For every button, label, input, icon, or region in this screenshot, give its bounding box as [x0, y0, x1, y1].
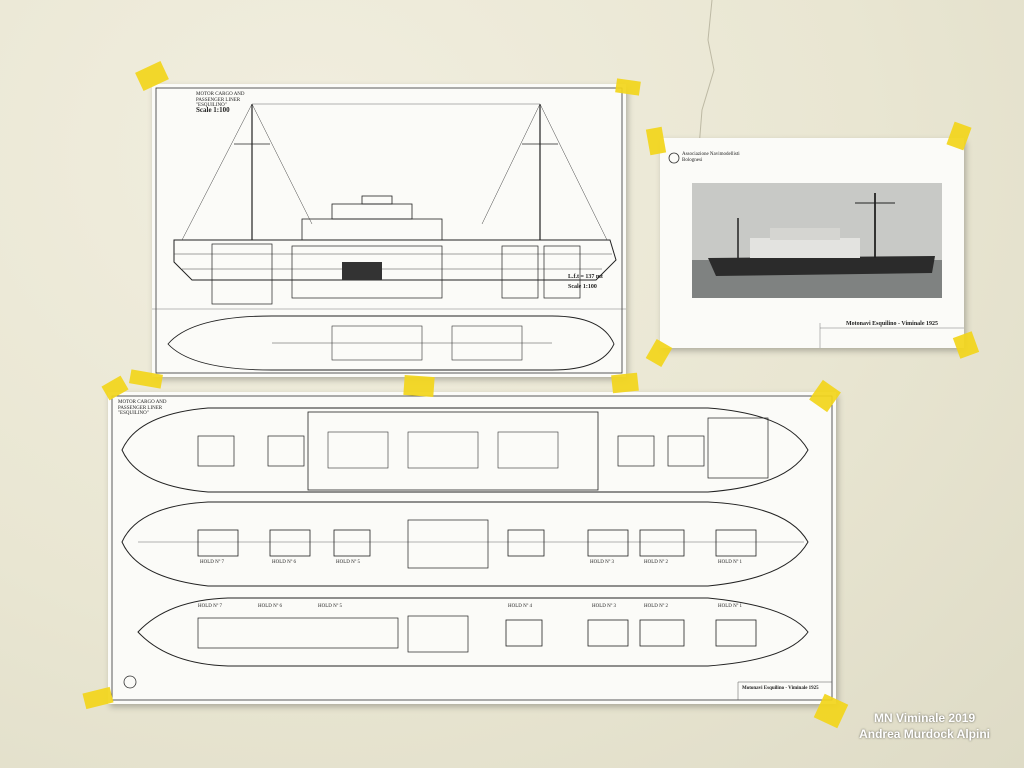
mid-hold-label-5: HOLD Nº 2	[644, 560, 669, 565]
credit-line-2: Andrea Murdock Alpini	[859, 727, 990, 741]
association-logo-label: Associazione Navimodellisti Bolognesi	[682, 152, 740, 163]
mid-hold-label-3: HOLD Nº 5	[336, 560, 361, 565]
ship-photo-sheet: Associazione Navimodellisti Bolognesi Mo…	[660, 138, 964, 348]
mid-hold-label-2: HOLD Nº 6	[272, 560, 297, 565]
tape-piece	[403, 374, 435, 398]
low-hold-label-1: HOLD Nº 7	[198, 604, 223, 609]
ship-photograph	[668, 152, 964, 348]
mid-hold-label-6: HOLD Nº 1	[718, 560, 743, 565]
bottom-deck-plan-sheet: MOTOR CARGO AND PASSENGER LINER "ESQUILI…	[108, 392, 836, 704]
top-left-lft-label: L.f.t = 137 mt	[568, 274, 603, 280]
top-left-title-block: MOTOR CARGO AND PASSENGER LINER "ESQUILI…	[196, 92, 245, 108]
tape-piece	[611, 372, 639, 394]
top-left-scale-label-2: Scale 1:100	[568, 284, 597, 290]
top-left-scale-label: Scale 1:100	[196, 106, 230, 114]
credit-line-1: MN Viminale 2019	[873, 711, 976, 725]
deck-plan-drawings	[111, 395, 833, 701]
photo-sheet-title: Motonavi Esquilino - Viminale 1925	[846, 321, 939, 327]
low-hold-label-6: HOLD Nº 2	[644, 604, 669, 609]
mid-hold-label-1: HOLD Nº 7	[200, 560, 225, 565]
low-hold-label-2: HOLD Nº 6	[258, 604, 283, 609]
top-left-blueprint-sheet: MOTOR CARGO AND PASSENGER LINER "ESQUILI…	[152, 84, 626, 377]
low-hold-label-5: HOLD Nº 3	[592, 604, 617, 609]
photo-credit: MN Viminale 2019 Andrea Murdock Alpini	[859, 710, 990, 742]
ship-profile-drawing	[152, 87, 626, 374]
mid-hold-label-4: HOLD Nº 3	[590, 560, 615, 565]
bottom-title-block: MOTOR CARGO AND PASSENGER LINER "ESQUILI…	[118, 400, 167, 416]
low-hold-label-3: HOLD Nº 5	[318, 604, 343, 609]
low-hold-label-4: HOLD Nº 4	[508, 604, 533, 609]
bottom-footer-title: Motonavi Esquilino - Viminale 1925	[742, 686, 819, 691]
low-hold-label-7: HOLD Nº 1	[718, 604, 743, 609]
